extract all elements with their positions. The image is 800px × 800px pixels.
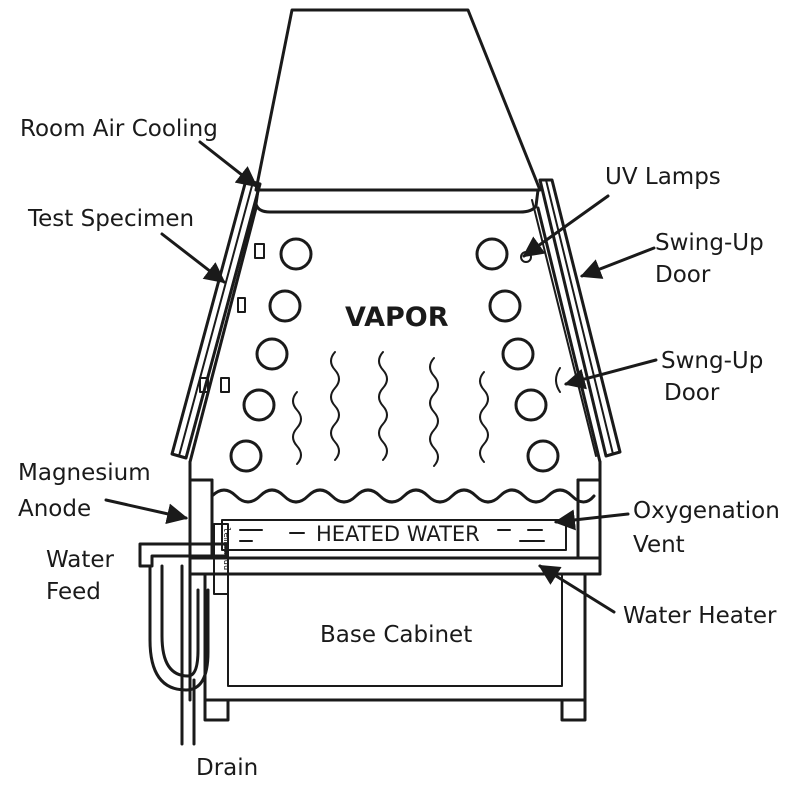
label-magnesium-anode-line2: Anode	[18, 496, 91, 522]
uv-lamp-circle	[242, 388, 276, 422]
label-swing-up-door-line1: Swing-Up	[655, 230, 764, 256]
uv-lamp-circle	[514, 388, 548, 422]
water-heater-arrow	[538, 564, 616, 614]
uv-lamp-circle	[488, 289, 522, 323]
label-oxygenation-vent-line1: Oxygenation	[633, 498, 780, 524]
uv-lamp-circle	[475, 237, 509, 271]
label-test-specimen: Test Specimen	[27, 206, 194, 232]
label-base-cabinet: Base Cabinet	[320, 622, 472, 648]
magnesium-anode-strip	[213, 523, 229, 595]
label-swng-up-door-line2: Door	[664, 380, 720, 406]
magnesium-anode-arrow	[104, 498, 189, 525]
test-specimen-arrow	[160, 232, 226, 284]
vapor-squiggles	[292, 351, 489, 467]
base-cabinet	[203, 572, 587, 722]
oxygenation-vent-arrow	[553, 509, 630, 531]
label-water-feed-line1: Water	[46, 547, 115, 573]
label-room-air-cooling: Room Air Cooling	[20, 116, 218, 142]
label-oxygenation-vent-line2: Vent	[633, 532, 685, 558]
label-water-feed-line2: Feed	[46, 579, 101, 605]
label-vapor: VAPOR	[345, 302, 449, 333]
room-air-cooling-arrow	[198, 140, 258, 188]
anode-strip-text: lemmmeuu	[221, 527, 231, 570]
label-heated-water: HEATED WATER	[316, 522, 480, 546]
uv-lamp-circle	[279, 237, 313, 271]
uv-lamps-arrow	[522, 194, 610, 258]
uv-lamp-circle	[501, 337, 535, 371]
hood	[254, 8, 542, 214]
water-feed-piping	[138, 542, 228, 746]
uv-lamp-circle	[229, 439, 263, 473]
right-door-panel	[531, 178, 622, 458]
water-surface	[210, 488, 596, 504]
label-swing-up-door-line2: Door	[655, 262, 711, 288]
label-water-heater: Water Heater	[623, 603, 777, 629]
uv-lamp-circle	[255, 337, 289, 371]
swing-up-door-arrow	[580, 246, 656, 279]
uv-lamps	[229, 237, 560, 473]
uv-lamp-circle	[526, 439, 560, 473]
label-swng-up-door-line1: Swng-Up	[661, 348, 763, 374]
swng-up-door-arrow	[563, 358, 658, 390]
label-magnesium-anode-line1: Magnesium	[18, 460, 151, 486]
uv-lamp-circle	[268, 289, 302, 323]
chamber-body	[188, 206, 602, 482]
label-uv-lamps: UV Lamps	[605, 164, 721, 190]
label-drain: Drain	[196, 755, 258, 781]
